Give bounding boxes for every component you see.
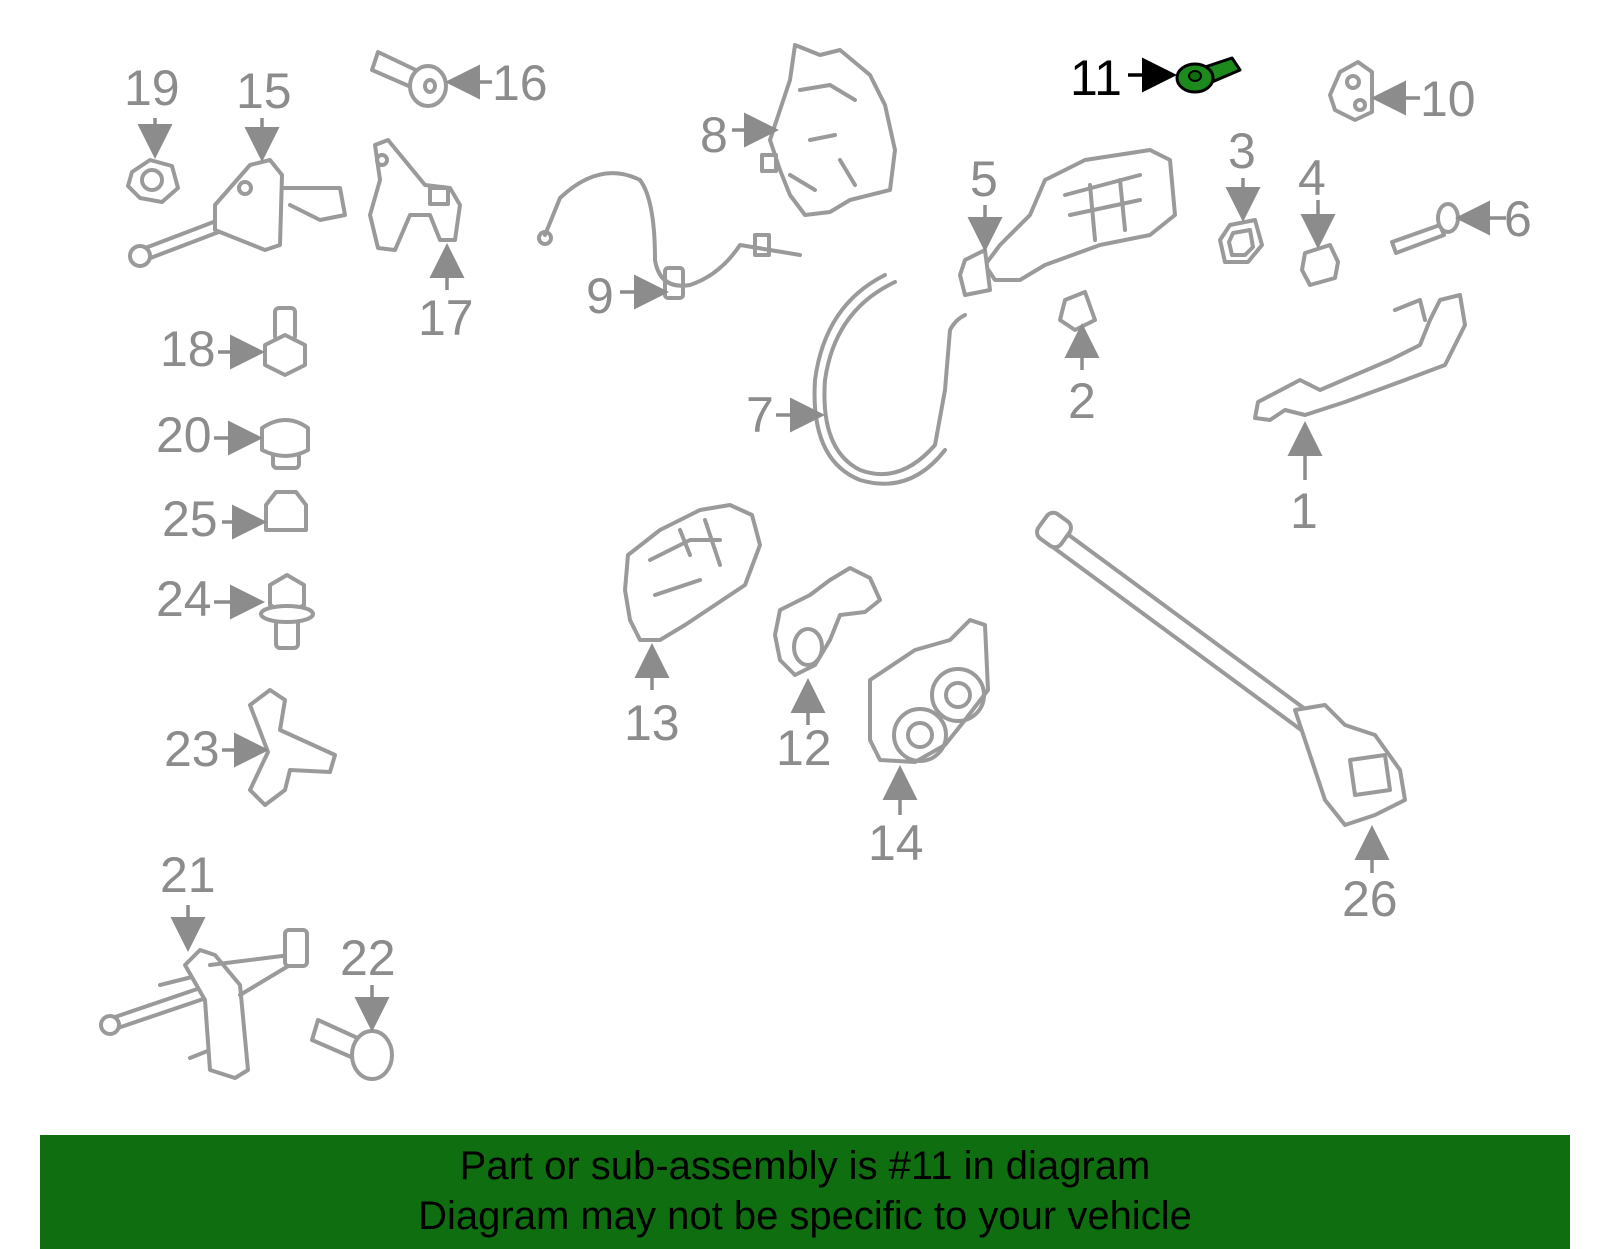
part-18-bolt[interactable] (263, 306, 307, 377)
label-22: 22 (340, 930, 396, 986)
part-9-cable[interactable] (537, 171, 802, 300)
label-1: 1 (1290, 483, 1318, 539)
label-8: 8 (700, 107, 728, 163)
part-20-cap[interactable] (260, 418, 310, 470)
label-17: 17 (418, 290, 474, 346)
part-26-check-strap[interactable] (1034, 510, 1407, 827)
label-16: 16 (492, 55, 548, 111)
label-18: 18 (160, 321, 216, 377)
part-3-gasket[interactable] (1218, 218, 1264, 264)
part-23-clip[interactable] (248, 688, 337, 807)
banner-line-1: Part or sub-assembly is #11 in diagram (459, 1144, 1151, 1188)
label-2: 2 (1068, 373, 1096, 429)
part-1-outer-handle[interactable] (1253, 293, 1467, 422)
label-23: 23 (164, 721, 220, 777)
label-21: 21 (160, 847, 216, 903)
label-26: 26 (1342, 871, 1398, 927)
part-4-cap[interactable] (1300, 243, 1340, 287)
label-11-highlighted: 11 (1070, 50, 1122, 106)
label-24: 24 (156, 571, 212, 627)
part-16-pin[interactable] (370, 50, 448, 108)
label-5: 5 (970, 151, 998, 207)
label-6: 6 (1504, 191, 1532, 247)
part-8-lock-cover[interactable] (760, 43, 897, 217)
label-20: 20 (156, 407, 212, 463)
label-10: 10 (1420, 71, 1476, 127)
part-24-flange-bolt[interactable] (259, 573, 315, 650)
part-22-pin[interactable] (310, 1018, 394, 1081)
part-13-actuator[interactable] (623, 503, 762, 642)
label-3: 3 (1228, 123, 1256, 179)
label-9: 9 (586, 268, 614, 324)
part-25-cap-nut[interactable] (264, 490, 308, 532)
part-11-screw-highlighted[interactable] (1175, 56, 1242, 94)
part-12-lever[interactable] (773, 566, 882, 677)
label-4: 4 (1298, 150, 1326, 206)
label-7: 7 (746, 387, 774, 443)
part-21-hinge[interactable] (99, 928, 309, 1080)
part-14-motor[interactable] (868, 618, 990, 764)
banner-line-2: Diagram may not be specific to your vehi… (418, 1194, 1192, 1238)
info-banner: Part or sub-assembly is #11 in diagram D… (40, 1135, 1570, 1249)
part-19-nut[interactable] (126, 158, 180, 204)
part-6-screw[interactable] (1390, 202, 1460, 255)
label-12: 12 (776, 720, 832, 776)
label-14: 14 (868, 815, 924, 871)
label-19: 19 (124, 60, 180, 116)
label-13: 13 (624, 695, 680, 751)
part-10-bracket[interactable] (1328, 60, 1374, 122)
part-7-rod[interactable] (812, 273, 967, 486)
label-15: 15 (236, 63, 292, 119)
part-17-bracket[interactable] (368, 138, 462, 252)
label-25: 25 (162, 491, 218, 547)
part-15-hinge[interactable] (128, 158, 347, 268)
part-2-clip[interactable] (1058, 290, 1097, 332)
